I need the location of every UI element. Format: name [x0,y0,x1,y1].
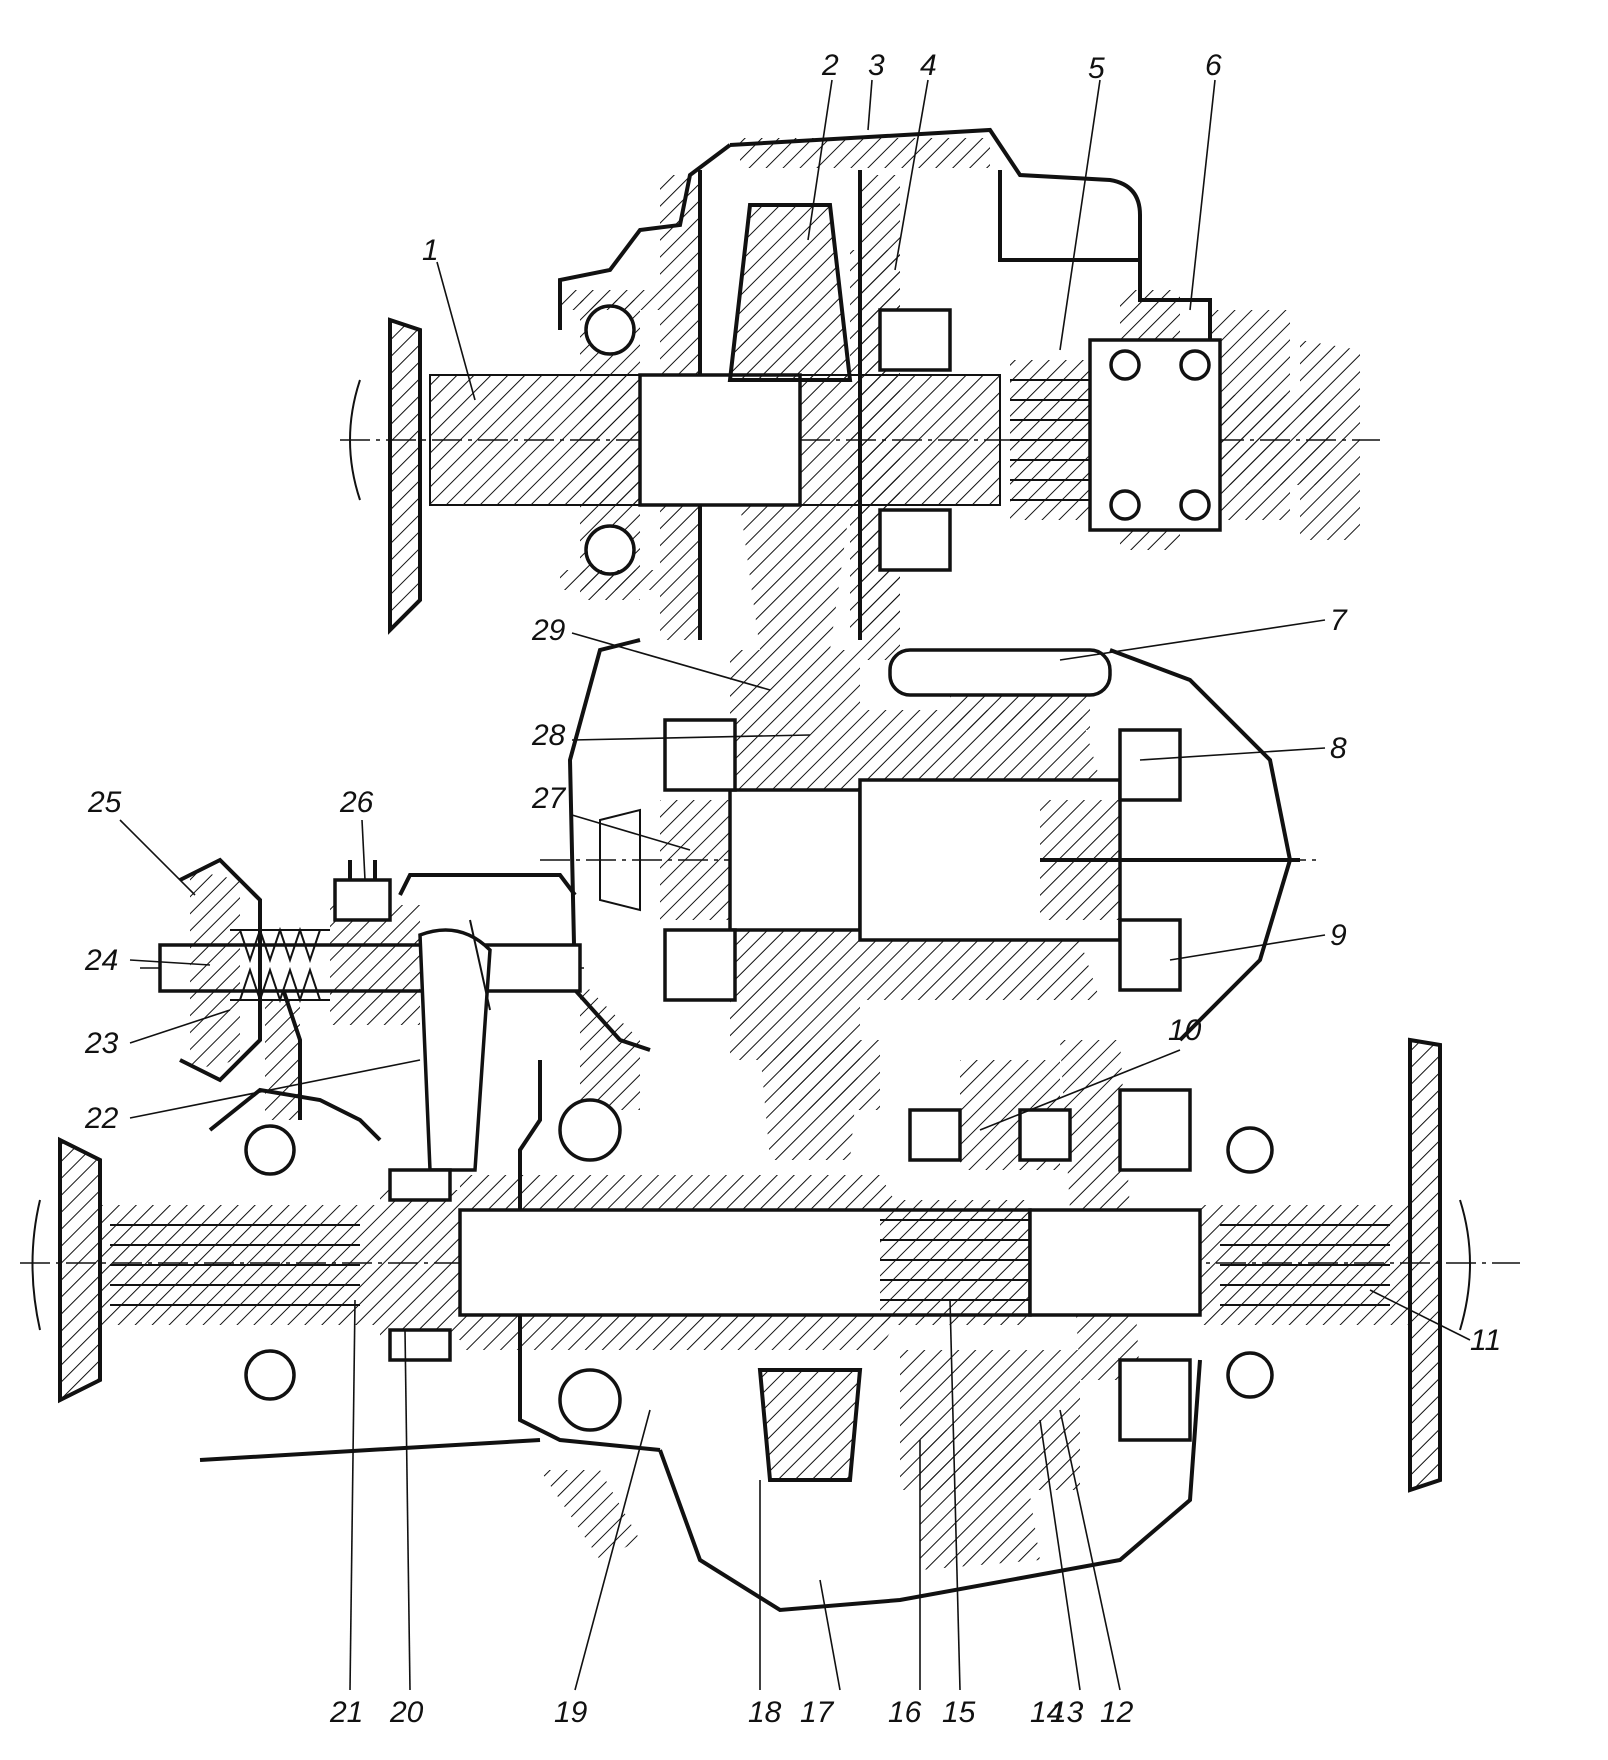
callout-9: 9 [1330,919,1347,952]
callout-8: 8 [1330,732,1347,765]
callout-labels: 1 2 3 4 5 6 7 8 9 10 11 12 13 14 15 16 1… [84,49,1501,1729]
callout-21: 21 [329,1696,363,1729]
callout-12: 12 [1100,1696,1134,1729]
callout-14: 14 [1030,1696,1063,1729]
callout-29: 29 [531,614,566,647]
callout-18: 18 [748,1696,782,1729]
callout-27: 27 [531,782,567,815]
callout-10: 10 [1168,1014,1202,1047]
callout-15: 15 [942,1696,976,1729]
callout-26: 26 [339,786,374,819]
callout-17: 17 [800,1696,835,1729]
callout-5: 5 [1088,52,1105,85]
callout-13: 13 [1050,1696,1084,1729]
callout-11: 11 [1470,1324,1501,1357]
callout-20: 20 [389,1696,424,1729]
callout-6: 6 [1205,49,1222,82]
callout-2: 2 [821,49,839,82]
callout-1: 1 [422,234,439,267]
callout-7: 7 [1330,604,1348,637]
callout-25: 25 [87,786,122,819]
callout-19: 19 [554,1696,588,1729]
lower-gears [757,1050,1080,1490]
callout-16: 16 [888,1696,922,1729]
callout-3: 3 [868,49,885,82]
callout-24: 24 [84,944,118,977]
output-shaft [31,1037,1471,1493]
input-shaft [349,290,1360,635]
leader-lines [119,79,1471,1691]
top-cover-plate [740,138,990,168]
upper-gears [727,203,952,650]
callout-4: 4 [920,49,937,82]
intermediate-shaft [599,648,1300,1060]
callout-23: 23 [84,1027,119,1060]
callout-28: 28 [531,719,566,752]
shift-mechanism [158,857,582,1172]
callout-22: 22 [84,1102,119,1135]
